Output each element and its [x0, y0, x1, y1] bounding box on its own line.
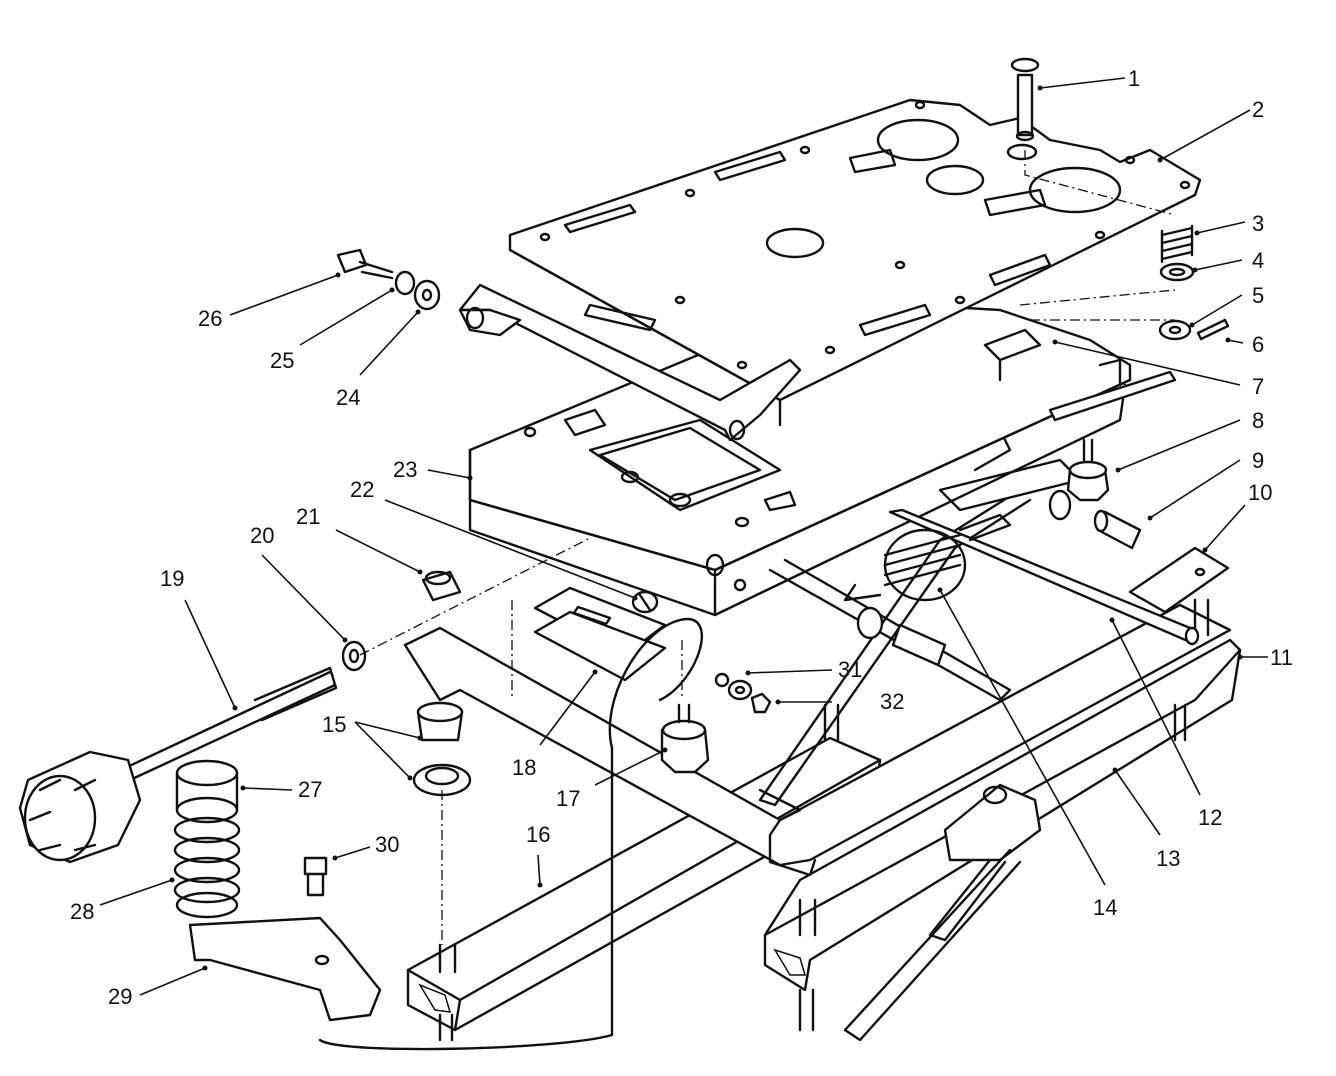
- callout-31: 31: [838, 657, 862, 682]
- spring-27-28: [173, 759, 241, 919]
- bumper-17: [660, 703, 710, 774]
- spring-14: [843, 513, 1012, 602]
- washers-31-32: [714, 672, 772, 714]
- callout-4: 4: [1252, 248, 1264, 273]
- callout-7: 7: [1252, 374, 1264, 399]
- callout-22: 22: [350, 477, 374, 502]
- plate-holes: [539, 100, 1191, 370]
- callout-32: 32: [880, 689, 904, 714]
- bolt-30: [303, 856, 328, 897]
- callout-26: 26: [198, 306, 222, 331]
- spring-loop-16: [318, 617, 703, 1051]
- callout-29: 29: [108, 984, 132, 1009]
- bracket-29: [188, 916, 382, 1022]
- callout-17: 17: [556, 786, 580, 811]
- callout-11: 11: [1270, 645, 1293, 670]
- callout-15: 15: [322, 712, 346, 737]
- spring-3: [1160, 224, 1194, 264]
- pad-18: [533, 586, 667, 682]
- washer-4: [1159, 262, 1195, 282]
- callout-23: 23: [393, 457, 417, 482]
- washer-5: [1158, 319, 1192, 341]
- callout-3: 3: [1252, 211, 1264, 236]
- shaft-12: [888, 508, 1200, 646]
- callout-30: 30: [375, 832, 399, 857]
- leader-lines: [99, 77, 1268, 996]
- callout-13: 13: [1156, 846, 1180, 871]
- lever-13-handle: [843, 783, 1042, 1042]
- nut-21: [421, 570, 462, 602]
- bushing-right: [856, 606, 947, 667]
- callout-27: 27: [298, 777, 322, 802]
- bushing-9: [1048, 489, 1142, 550]
- bolt-26: [336, 248, 394, 280]
- callout-labels: 1 2 3 4 5 6 7 8 9 10 11 12 13 14 15 16 1…: [70, 66, 1293, 1009]
- callout-2: 2: [1252, 97, 1264, 122]
- knob-19: [18, 666, 338, 864]
- callout-10: 10: [1248, 480, 1272, 505]
- callout-28: 28: [70, 899, 94, 924]
- washers-24-25: [394, 270, 441, 311]
- bolt-22: [631, 590, 659, 614]
- callout-24: 24: [336, 385, 360, 410]
- callout-14: 14: [1093, 895, 1117, 920]
- callout-20: 20: [250, 523, 274, 548]
- washer-20: [341, 640, 367, 672]
- callout-18: 18: [512, 755, 536, 780]
- callout-25: 25: [270, 348, 294, 373]
- callout-1: 1: [1128, 66, 1140, 91]
- bushings-15: [412, 701, 472, 797]
- plate-10: [1128, 546, 1230, 614]
- callout-19: 19: [160, 566, 184, 591]
- alignment-lines: [359, 150, 1176, 945]
- callout-12: 12: [1198, 805, 1222, 830]
- callout-9: 9: [1252, 448, 1264, 473]
- bracket-7: [983, 328, 1042, 382]
- callout-6: 6: [1252, 332, 1264, 357]
- pin-6: [1196, 318, 1230, 341]
- callout-16: 16: [526, 822, 550, 847]
- callout-21: 21: [296, 504, 320, 529]
- pin-1: [1010, 57, 1040, 142]
- callout-8: 8: [1252, 408, 1264, 433]
- lower-frame: [403, 598, 1242, 1042]
- callout-5: 5: [1252, 283, 1264, 308]
- bumper-8: [1066, 438, 1110, 502]
